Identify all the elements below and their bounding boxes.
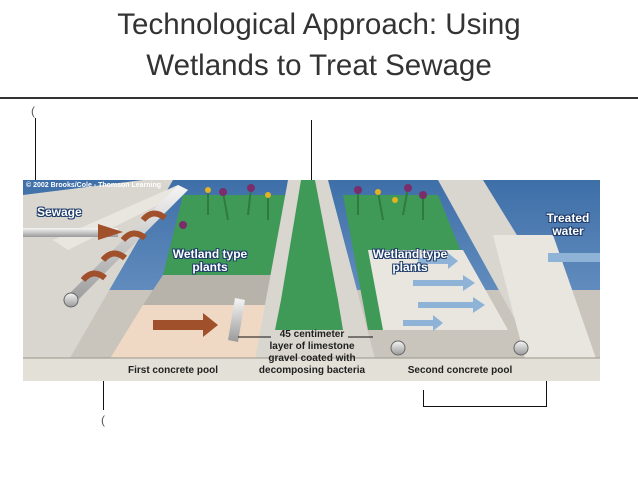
distribution-arrows xyxy=(80,210,167,283)
sewage-inlet-arrow xyxy=(98,224,123,240)
treated-outlet-pipe xyxy=(548,253,600,262)
paren-marker-bottom: ( xyxy=(101,413,105,427)
diagram-illustration xyxy=(23,180,600,381)
gravel-line-3: gravel coated with xyxy=(268,353,356,364)
drain-pipe-right xyxy=(513,340,529,356)
gravel-line-2: layer of limestone xyxy=(269,341,355,352)
leader-line-first-pool xyxy=(103,355,104,410)
treated-water-label: Treated water xyxy=(538,212,598,238)
first-pool-flow-arrow xyxy=(153,313,218,337)
first-pool-label: First concrete pool xyxy=(127,365,218,376)
copyright-notice: © 2002 Brooks/Cole - Thomson Learning xyxy=(26,182,162,189)
gravel-line-4: decomposing bacteria xyxy=(258,365,366,376)
gravel-line-1: 45 centimeter xyxy=(279,329,345,340)
sewage-label: Sewage xyxy=(37,205,82,219)
leader-line-second-pool-h xyxy=(423,406,547,407)
first-pool-floor xyxy=(103,305,268,370)
treated-water-line-2: water xyxy=(552,224,584,238)
wetland-right-label: Wetland type plants xyxy=(365,248,455,274)
connecting-pipe xyxy=(228,298,245,342)
leader-line-sewage xyxy=(35,118,36,238)
slide-title: Technological Approach: Using Wetlands t… xyxy=(0,4,638,86)
wetland-right-line-2: plants xyxy=(392,260,428,274)
second-pool-label: Second concrete pool xyxy=(407,365,513,376)
first-wetland-bed xyxy=(163,195,288,275)
gravel-layer xyxy=(275,300,343,330)
wetland-treatment-diagram xyxy=(23,180,600,381)
wetland-plants xyxy=(179,184,427,229)
paren-marker-top: ( xyxy=(31,104,35,118)
front-edge xyxy=(23,358,600,381)
second-pool-flow-arrows xyxy=(403,253,485,331)
wetland-right-line-1: Wetland type xyxy=(372,247,448,261)
gravel-green-strip xyxy=(281,180,338,300)
drain-pipe-left xyxy=(390,340,406,356)
sewage-inlet-pipe xyxy=(23,228,118,237)
first-pool-inner-wall xyxy=(143,275,278,305)
leader-line-second-pool-v xyxy=(423,390,424,407)
inlet-pipe-end xyxy=(63,292,79,308)
gravel-layer-label: 45 centimeter layer of limestone gravel … xyxy=(252,329,372,377)
wetland-left-label: Wetland type plants xyxy=(165,248,255,274)
wetland-left-line-2: plants xyxy=(192,260,228,274)
wetland-left-line-1: Wetland type xyxy=(172,247,248,261)
right-channel xyxy=(493,235,600,370)
title-line-1: Technological Approach: Using xyxy=(117,8,521,41)
title-line-2: Wetlands to Treat Sewage xyxy=(146,49,492,82)
treated-water-line-1: Treated xyxy=(546,211,590,225)
title-divider xyxy=(0,97,638,99)
